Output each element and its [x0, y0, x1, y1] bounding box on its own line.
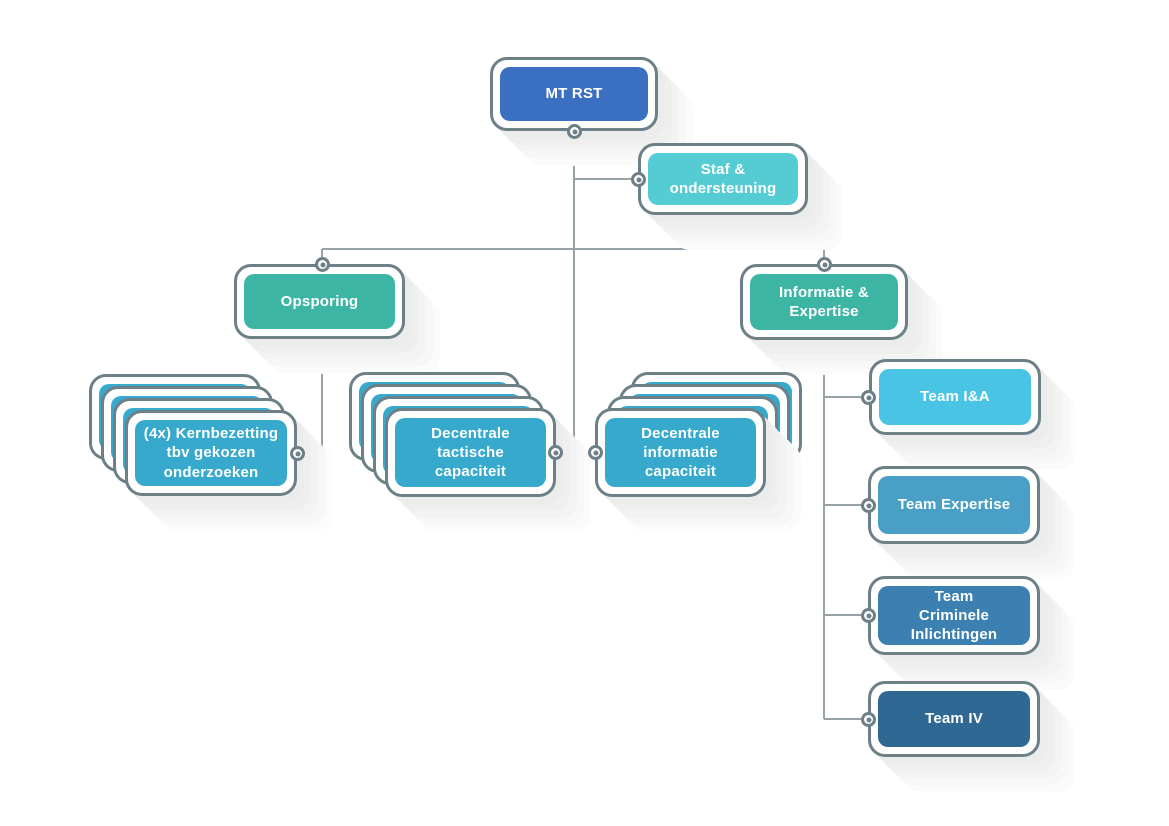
connector-dot-decentrale-informatie-left [588, 445, 603, 460]
connector-dot-mt-rst-bottom [567, 124, 582, 139]
node-opsporing-fill: Opsporing [244, 274, 395, 329]
node-informatie-expertise-label: Informatie & Expertise [779, 283, 869, 320]
node-decentrale-informatie: Decentrale informatie capaciteit [595, 408, 766, 497]
node-staf-ondersteuning-fill: Staf & ondersteuning [648, 153, 798, 205]
node-team-iv: Team IV [868, 681, 1040, 757]
node-mt-rst-label: MT RST [545, 85, 603, 103]
node-decentrale-tactische: Decentrale tactische capaciteit [385, 408, 556, 497]
node-team-ia-label: Team I&A [920, 388, 990, 406]
node-team-expertise: Team Expertise [868, 466, 1040, 544]
node-kernbezetting-label: (4x) Kernbezetting tbv gekozen onderzoek… [143, 425, 279, 481]
node-staf-ondersteuning-label: Staf & ondersteuning [669, 160, 777, 197]
node-team-ia: Team I&A [869, 359, 1041, 435]
node-decentrale-tactische-label: Decentrale tactische capaciteit [431, 424, 510, 481]
node-team-criminele-inlichtingen: Team Criminele Inlichtingen [868, 576, 1040, 655]
node-informatie-expertise-fill: Informatie & Expertise [750, 274, 898, 330]
node-opsporing-label: Opsporing [280, 292, 359, 310]
node-team-iv-label: Team IV [925, 710, 983, 728]
node-team-ia-fill: Team I&A [879, 369, 1031, 425]
node-team-criminele-inlichtingen-fill: Team Criminele Inlichtingen [878, 586, 1030, 645]
node-staf-ondersteuning: Staf & ondersteuning [638, 143, 808, 215]
node-opsporing: Opsporing [234, 264, 405, 339]
node-kernbezetting: (4x) Kernbezetting tbv gekozen onderzoek… [125, 410, 297, 496]
connector-dot-team-iv-left [861, 712, 876, 727]
node-team-iv-fill: Team IV [878, 691, 1030, 747]
connector-dot-opsporing-top [315, 257, 330, 272]
connector-dot-team-expertise-left [861, 498, 876, 513]
connector-dot-staf-left [631, 172, 646, 187]
connector-dot-team-ia-left [861, 390, 876, 405]
connector-dot-decentrale-tactische-right [548, 445, 563, 460]
node-decentrale-informatie-label: Decentrale informatie capaciteit [641, 424, 720, 481]
node-kernbezetting-fill: (4x) Kernbezetting tbv gekozen onderzoek… [135, 420, 287, 486]
node-team-expertise-fill: Team Expertise [878, 476, 1030, 534]
node-mt-rst-fill: MT RST [500, 67, 648, 121]
node-informatie-expertise: Informatie & Expertise [740, 264, 908, 340]
connector-dot-informatie-top [817, 257, 832, 272]
node-decentrale-informatie-fill: Decentrale informatie capaciteit [605, 418, 756, 487]
node-mt-rst: MT RST [490, 57, 658, 131]
node-decentrale-tactische-fill: Decentrale tactische capaciteit [395, 418, 546, 487]
connector-dot-kernbezetting-right [290, 446, 305, 461]
node-team-expertise-label: Team Expertise [897, 496, 1011, 514]
connector-opsporing-to-kernbezetting [297, 339, 323, 454]
node-team-criminele-inlichtingen-label: Team Criminele Inlichtingen [910, 587, 998, 644]
connector-dot-team-ci-left [861, 608, 876, 623]
